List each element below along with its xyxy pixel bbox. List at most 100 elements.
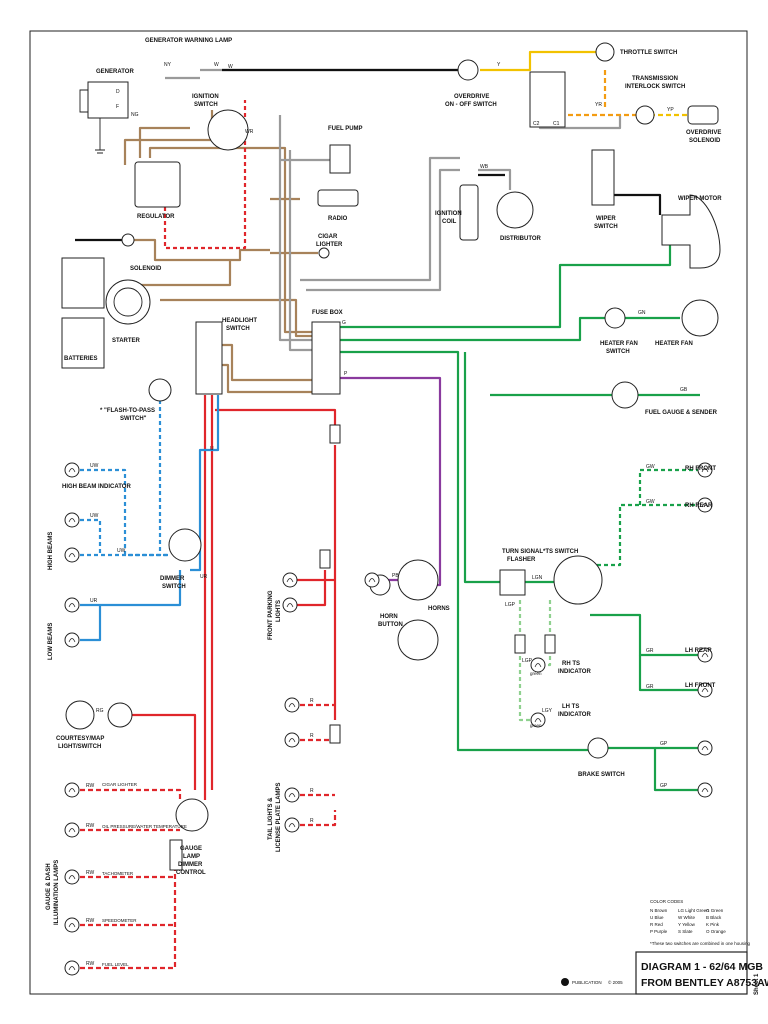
wire-green-fuse-2 [340,316,615,342]
label-rh-front: RH FRONT [685,466,716,472]
wire-code: GN [638,310,646,316]
label-gauge-dimmer-3: DIMMER [178,862,203,868]
wire-code: GW [646,464,655,470]
courtesy-switch [107,702,133,728]
wire-red-tail-4 [300,810,337,827]
lamp-bulb-icon [64,960,80,976]
label-od-solenoid-2: SOLENOID [689,138,721,144]
wire-brown-headlight-3 [220,363,312,394]
wire-code: LGN [532,575,543,581]
lamp-bulb-icon [697,462,713,478]
label-rh-ts-indicator-2: INDICATOR [558,669,591,675]
wire-blue-low-2 [80,605,102,642]
gauge-dimmer [175,798,209,832]
label-horn-button-2: BUTTON [378,622,403,628]
wire-code: GR [646,648,654,654]
label-fuel-pump: FUEL PUMP [328,126,363,132]
label-od-solenoid-1: OVERDRIVE [686,130,721,136]
wire-code: RW [86,823,95,829]
label-courtesy-1: COURTESY/MAP [56,736,104,742]
lamp-bulb-icon [64,822,80,838]
label-dimmer-switch-1: DIMMER [160,576,185,582]
wire-blue-high-ind [80,468,170,557]
label-wiper-switch-2: SWITCH [594,224,618,230]
heater-fan-switch [604,307,626,329]
wire-code: R [310,788,314,794]
label-dimmer-switch-2: SWITCH [162,584,186,590]
wire-code: C2 [533,121,540,127]
label-flasher-1: TURN SIGNAL [502,549,543,555]
label-gauge-illum-2: ILLUMINATION LAMPS [54,860,60,925]
wire-green-fuse-3 [340,350,590,752]
wire-blue-dimmer [190,395,220,572]
label-courtesy-2: LIGHT/SWITCH [58,744,101,750]
wire-code: RW [86,918,95,924]
lamp-bulb-icon [697,497,713,513]
label-cigar-lamp: CIGAR LIGHTER [102,782,138,787]
wire-code: R [310,818,314,824]
label-batteries: BATTERIES [64,356,98,362]
wire-code: W [214,62,219,68]
overdrive-relay [529,71,566,128]
color-code-entry: W White [678,915,695,920]
ignition-coil [459,184,479,241]
label-ignition-switch-2: SWITCH [194,102,218,108]
wire-brown-starter [130,238,270,262]
transmission-interlock [635,105,655,125]
wire-code: LGP [505,602,516,608]
throttle-switch [595,42,615,62]
label-overdrive-onoff-2: ON - OFF SWITCH [445,102,497,108]
label-headlight-switch-2: SWITCH [226,326,250,332]
generator [79,81,129,154]
label-generator: GENERATOR [96,69,134,75]
label-gauge-illum-1: GAUGE & DASH [46,863,52,910]
lamp-bulb-icon [697,740,713,756]
wire-red-park-2 [295,570,327,607]
label-lh-front: LH FRONT [685,683,716,689]
lamp-bulb-icon [282,597,298,613]
label-gauge-dimmer-4: CONTROL [176,870,206,876]
wire-white-coil [300,156,460,282]
lamp-bulb-icon [282,572,298,588]
components [61,42,721,871]
label-green-1: green [530,671,542,676]
wire-brown-regulator-2 [138,126,190,158]
label-transmission-interlock-1: TRANSMISSION [632,76,678,82]
lamp-bulb-icon [697,782,713,798]
wire-red-dash-5 [80,840,177,970]
ignition-switch [207,109,249,151]
wire-code: F [116,104,119,110]
label-generator-warning-lamp: GENERATOR WARNING LAMP [145,38,232,44]
label-radio: RADIO [328,216,348,222]
lamp-bulb-icon [284,732,300,748]
wire-brown-ignition [123,110,214,165]
wire-code: Y [497,62,501,68]
color-code-entry: S Slate [678,929,693,934]
label-throttle-switch: THROTTLE SWITCH [620,50,677,56]
wire-brown-headlight-2 [220,343,312,382]
wire-brown-regulator [148,146,312,334]
lamp-bulb-icon [64,632,80,648]
label-solenoid: SOLENOID [130,266,162,272]
cigar-lighter [318,247,330,259]
wire-code: GB [680,387,688,393]
wire-code: NY [164,62,172,68]
label-heater-fan-switch-1: HEATER FAN [600,341,638,347]
label-ignition-switch-1: IGNITION [192,94,219,100]
label-flash-to-pass-2: SWITCH" [120,416,147,422]
wire-code: YR [595,102,602,108]
lamp-bulb-icon [697,647,713,663]
label-headlight-switch-1: HEADLIGHT [222,318,257,324]
wire-code: P [344,371,348,377]
lamp-bulb-icon [64,547,80,563]
wire-green-fuse-1 [340,245,672,329]
wire-code: UW [90,463,99,469]
wire-lightgreen-ind-2 [535,600,552,667]
headlight-switch [195,321,223,395]
label-low-beams: LOW BEAMS [48,623,54,660]
wire-code: GP [660,741,668,747]
battery-1 [61,257,105,309]
wire-code: U [210,446,214,452]
label-ts-switch: *TS SWITCH [543,549,578,555]
